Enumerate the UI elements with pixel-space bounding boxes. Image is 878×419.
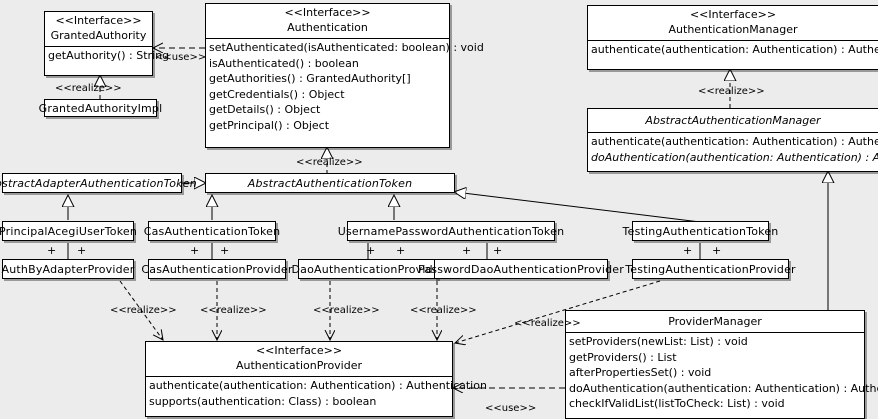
operation-authenticate: authenticate(authentication: Authenticat…: [149, 379, 487, 392]
relationship-label-realize-testing: <<realize>>: [514, 318, 581, 329]
association-marker-upat-dao-right: +: [396, 244, 406, 257]
relationship-label-realize-authenticationmanager: <<realize>>: [698, 86, 765, 97]
class-username-password-authentication-token[interactable]: UsernamePasswordAuthenticationToken: [338, 221, 564, 241]
stereotype-label: <<Interface>>: [689, 8, 777, 21]
operation-getauthority: getAuthority() : String: [48, 49, 170, 62]
association-marker-cas-left: +: [190, 244, 200, 257]
relationship-label-realize-abstractauthenticationtoken: <<realize>>: [296, 157, 363, 168]
operation-supports: supports(authentication: Class) : boolea…: [149, 394, 377, 408]
operation-isauthenticated: isAuthenticated() : boolean: [209, 56, 359, 70]
class-abstract-authentication-token[interactable]: AbstractAuthenticationToken: [205, 173, 455, 193]
relationship-label-realize-authbyadapter: <<realize>>: [110, 305, 177, 316]
operation-getproviders: getProviders() : List: [569, 350, 677, 364]
class-name-label: PasswordDaoAuthenticationProvider: [418, 262, 624, 276]
relationship-label-use-providermanager: <<use>>: [485, 403, 537, 414]
association-marker-upat-passworddao-left: +: [462, 244, 472, 257]
operation-getcredentials: getCredentials() : Object: [209, 87, 345, 101]
operations-compartment: getAuthority() : String: [45, 46, 170, 65]
operation-getprincipal: getPrincipal() : Object: [209, 118, 330, 132]
operation-doauthentication: doAuthentication(authentication: Authent…: [591, 150, 878, 164]
operation-authenticate: authenticate(authentication: Authenticat…: [591, 135, 878, 148]
class-principal-acegi-user-token[interactable]: PrincipalAcegiUserToken: [0, 221, 138, 241]
class-name-label: ProviderManager: [668, 315, 762, 328]
operations-compartment: setProviders(newList: List) : void getPr…: [566, 332, 878, 413]
class-authentication[interactable]: <<Interface>> Authentication setAuthenti…: [205, 3, 484, 148]
association-marker-principal-right: +: [77, 244, 87, 257]
class-provider-manager[interactable]: ProviderManager setProviders(newList: Li…: [565, 310, 878, 419]
operation-authenticate: authenticate(authentication: Authenticat…: [591, 43, 878, 56]
operation-checkifvalidlist: checkIfValidList(listToCheck: List) : vo…: [569, 397, 785, 410]
relationship-label-realize-cas: <<realize>>: [200, 305, 267, 316]
operations-compartment: authenticate(authentication: Authenticat…: [588, 132, 878, 166]
class-name-label: AuthenticationProvider: [235, 359, 363, 372]
association-marker-principal-left: +: [47, 244, 57, 257]
operation-getauthorities: getAuthorities() : GrantedAuthority[]: [209, 72, 411, 85]
class-header: ProviderManager: [566, 311, 864, 332]
class-header: <<Interface>> AuthenticationProvider: [146, 342, 452, 376]
class-authentication-provider[interactable]: <<Interface>> AuthenticationProvider aut…: [145, 341, 487, 417]
class-auth-by-adapter-provider[interactable]: AuthByAdapterProvider: [2, 259, 134, 279]
realize-authbyadapterprovider-authenticationprovider: [119, 280, 163, 340]
operation-afterpropertiesset: afterPropertiesSet() : void: [569, 366, 712, 379]
relationship-label-realize-grantedauthorityimpl: <<realize>>: [55, 83, 122, 94]
class-granted-authority-impl[interactable]: GrantedAuthorityImpl: [39, 99, 162, 117]
class-abstract-adapter-authentication-token[interactable]: AbstractAdapterAuthenticationToken: [0, 173, 197, 193]
class-name-label: GrantedAuthorityImpl: [38, 101, 163, 115]
class-name-label: UsernamePasswordAuthenticationToken: [337, 224, 565, 238]
class-name-label: PrincipalAcegiUserToken: [0, 224, 138, 238]
operation-doauthentication: doAuthentication(authentication: Authent…: [569, 381, 878, 395]
relationship-label-use-authentication-grantedauthority: <<use>>: [155, 52, 207, 63]
class-header: <<Interface>> AuthenticationManager: [588, 6, 878, 40]
class-name-label: AbstractAdapterAuthenticationToken: [0, 176, 197, 190]
relationship-label-realize-passworddao: <<realize>>: [410, 305, 477, 316]
class-testing-authentication-provider[interactable]: TestingAuthenticationProvider: [625, 259, 796, 279]
operations-compartment: setAuthenticated(isAuthenticated: boolea…: [206, 38, 484, 134]
association-marker-testing-right: +: [712, 244, 722, 257]
class-name-label: TestingAuthenticationProvider: [625, 262, 796, 276]
class-header: <<Interface>> Authentication: [206, 4, 449, 38]
class-dao-authentication-provider[interactable]: DaoAuthenticationProvider: [292, 259, 444, 279]
class-name-label: TestingAuthenticationToken: [622, 224, 779, 238]
class-name-label: Authentication: [287, 21, 368, 34]
class-name-label: GrantedAuthority: [50, 29, 147, 42]
class-name-label: AuthenticationManager: [668, 23, 798, 36]
class-name-label: AuthByAdapterProvider: [1, 262, 135, 276]
stereotype-label: <<Interface>>: [55, 14, 142, 27]
association-marker-upat-dao-left: +: [366, 244, 376, 257]
operation-getdetails: getDetails() : Object: [209, 103, 321, 116]
class-name-label: AbstractAuthenticationManager: [645, 114, 821, 127]
association-marker-cas-right: +: [220, 244, 230, 257]
relationship-label-realize-dao: <<realize>>: [313, 305, 380, 316]
class-name-label: AbstractAuthenticationToken: [247, 176, 413, 190]
class-granted-authority[interactable]: <<Interface>> GrantedAuthority getAuthor…: [44, 11, 170, 76]
stereotype-label: <<Interface>>: [284, 6, 371, 19]
association-marker-upat-passworddao-right: +: [493, 244, 503, 257]
class-cas-authentication-token[interactable]: CasAuthenticationToken: [144, 221, 280, 241]
association-marker-testing-left: +: [683, 244, 693, 257]
class-abstract-authentication-manager[interactable]: AbstractAuthenticationManager authentica…: [587, 108, 878, 172]
class-name-label: CasAuthenticationProvider: [141, 262, 293, 276]
stereotype-label: <<Interface>>: [255, 344, 343, 357]
class-cas-authentication-provider[interactable]: CasAuthenticationProvider: [141, 259, 292, 279]
operation-setproviders: setProviders(newList: List) : void: [569, 335, 748, 348]
class-testing-authentication-token[interactable]: TestingAuthenticationToken: [623, 221, 778, 241]
class-name-label: DaoAuthenticationProvider: [291, 262, 445, 276]
class-header: AbstractAuthenticationManager: [588, 109, 878, 132]
generalization-testingauthenticationtoken: [455, 192, 701, 223]
operations-compartment: authenticate(authentication: Authenticat…: [588, 40, 878, 59]
class-name-label: CasAuthenticationToken: [143, 224, 281, 238]
operations-compartment: authenticate(authentication: Authenticat…: [146, 376, 487, 410]
realize-testingauthenticationprovider-authenticationprovider: [455, 280, 661, 343]
class-authentication-manager[interactable]: <<Interface>> AuthenticationManager auth…: [587, 5, 878, 70]
class-header: <<Interface>> GrantedAuthority: [45, 12, 152, 46]
class-password-dao-authentication-provider[interactable]: PasswordDaoAuthenticationProvider: [418, 259, 624, 279]
operation-setauthenticated: setAuthenticated(isAuthenticated: boolea…: [209, 41, 484, 54]
